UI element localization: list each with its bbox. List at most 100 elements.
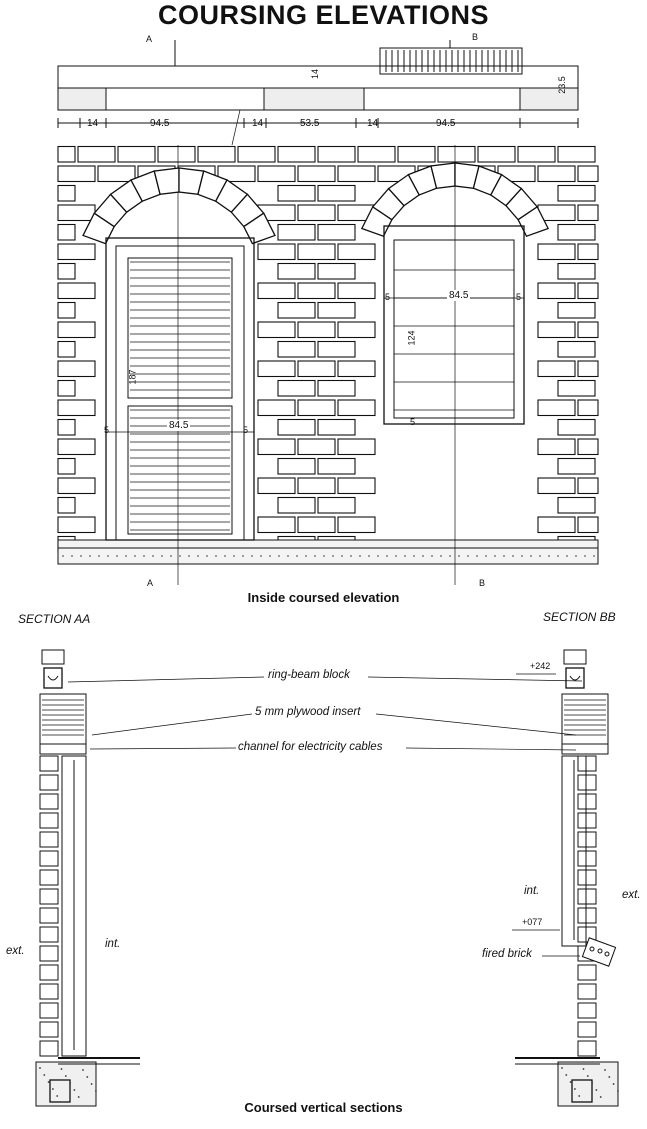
plan-strip bbox=[57, 40, 579, 128]
slab-dot bbox=[494, 555, 496, 557]
door-width-dim: 84.5 bbox=[167, 420, 191, 431]
section-brick bbox=[39, 983, 59, 1000]
slab-dot bbox=[359, 555, 361, 557]
brick bbox=[57, 223, 76, 241]
brick bbox=[257, 321, 296, 339]
brick bbox=[557, 301, 596, 319]
slab-dot bbox=[233, 555, 235, 557]
section-mark-a-top: A bbox=[146, 34, 153, 44]
brick bbox=[337, 360, 376, 378]
slab-dot bbox=[377, 555, 379, 557]
section-brick bbox=[577, 793, 597, 810]
slab-dot bbox=[561, 1067, 563, 1069]
cable-channel bbox=[39, 743, 87, 755]
channel-label: channel for electricity cables bbox=[238, 741, 383, 753]
plan-block-mid bbox=[263, 87, 365, 111]
slab-dot bbox=[260, 555, 262, 557]
section-brick bbox=[577, 964, 597, 981]
brick bbox=[537, 165, 576, 183]
slab-dot bbox=[582, 1068, 585, 1070]
section-brick bbox=[39, 812, 59, 829]
slab-dot bbox=[467, 555, 469, 557]
brick bbox=[277, 184, 316, 202]
ring-beam-leader-left bbox=[67, 676, 265, 683]
brick bbox=[577, 438, 599, 456]
brick bbox=[257, 243, 296, 261]
slab-dot bbox=[86, 1076, 89, 1078]
brick bbox=[57, 477, 96, 495]
brick bbox=[557, 457, 596, 475]
slab-dot bbox=[569, 1081, 572, 1083]
plywood-label: 5 mm plywood insert bbox=[255, 706, 361, 718]
slab-dot bbox=[440, 555, 442, 557]
level-sill: +077 bbox=[522, 917, 543, 927]
section-brick bbox=[39, 774, 59, 791]
brick bbox=[257, 399, 296, 417]
brick bbox=[297, 438, 336, 456]
brick bbox=[277, 418, 316, 436]
slab-dot bbox=[95, 1090, 97, 1092]
brick bbox=[317, 262, 356, 280]
plan-dim-1: 14 bbox=[87, 118, 99, 129]
brick bbox=[57, 145, 76, 163]
section-brick bbox=[39, 1021, 59, 1038]
brick bbox=[277, 301, 316, 319]
slab-dot bbox=[134, 555, 136, 557]
slab-dot bbox=[314, 555, 316, 557]
section-aa-drawing bbox=[35, 649, 140, 1107]
brick bbox=[577, 516, 599, 534]
slab-dot bbox=[56, 1095, 59, 1097]
slab-dot bbox=[458, 555, 460, 557]
door-side-right: 5 bbox=[243, 425, 249, 435]
brick bbox=[257, 477, 296, 495]
plan-dim-3: 14 bbox=[252, 118, 264, 129]
section-brick bbox=[39, 907, 59, 924]
brick bbox=[57, 184, 76, 202]
slab-dot bbox=[530, 555, 532, 557]
plan-dim-4: 53.5 bbox=[300, 118, 320, 129]
window-frame bbox=[383, 225, 525, 425]
slab-dot bbox=[323, 555, 325, 557]
ring-beam-block bbox=[565, 667, 585, 689]
brick bbox=[477, 145, 516, 163]
slab-dot bbox=[578, 1095, 581, 1097]
slab-dot bbox=[593, 555, 595, 557]
section-brick bbox=[577, 850, 597, 867]
brick bbox=[577, 165, 599, 183]
slab-dot bbox=[278, 555, 280, 557]
brick bbox=[537, 360, 576, 378]
brick bbox=[57, 516, 96, 534]
brick bbox=[277, 145, 316, 163]
section-brick bbox=[39, 793, 59, 810]
plywood-leader-left bbox=[91, 713, 253, 736]
slab-dot bbox=[332, 555, 334, 557]
brick bbox=[317, 301, 356, 319]
brick bbox=[317, 418, 356, 436]
brick bbox=[57, 340, 76, 358]
brick bbox=[297, 165, 336, 183]
brick bbox=[277, 379, 316, 397]
brick bbox=[277, 223, 316, 241]
brick bbox=[577, 360, 599, 378]
brick bbox=[397, 145, 436, 163]
brick bbox=[537, 399, 576, 417]
window-width-dim: 84.5 bbox=[447, 290, 471, 301]
brick bbox=[557, 184, 596, 202]
brick bbox=[577, 321, 599, 339]
door bbox=[105, 237, 255, 541]
section-brick bbox=[577, 1021, 597, 1038]
section-brick bbox=[577, 812, 597, 829]
brick bbox=[577, 204, 599, 222]
window-arch bbox=[360, 162, 550, 238]
plywood-leader-right bbox=[375, 713, 577, 736]
slab-dot bbox=[296, 555, 298, 557]
slab-dot bbox=[591, 1082, 593, 1084]
slab-dot bbox=[242, 555, 244, 557]
slab-dot bbox=[521, 555, 523, 557]
slab-dot bbox=[575, 555, 577, 557]
brick bbox=[357, 145, 396, 163]
elevation-caption: Inside coursed elevation bbox=[247, 590, 400, 605]
slab-dot bbox=[476, 555, 478, 557]
slab-dot bbox=[60, 1068, 63, 1070]
